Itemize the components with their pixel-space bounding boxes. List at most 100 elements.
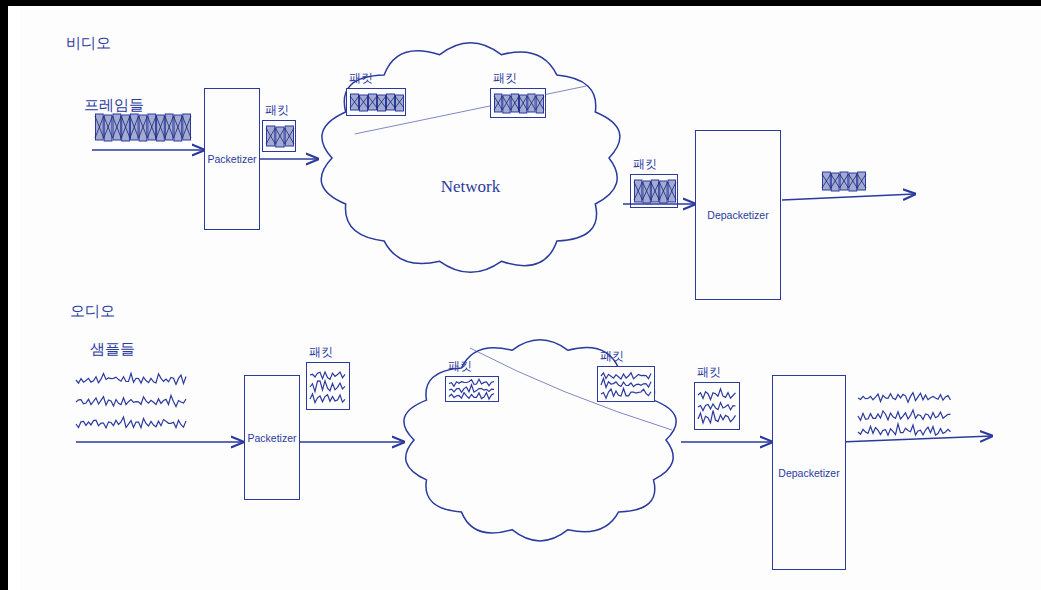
section-label: 오디오 bbox=[70, 302, 115, 321]
frame-hatch bbox=[285, 128, 294, 144]
video-frame bbox=[174, 115, 182, 141]
frame-hatch bbox=[527, 96, 535, 110]
scan-border bbox=[0, 0, 8, 590]
frame-hatch bbox=[511, 96, 519, 110]
sample-waves bbox=[858, 393, 951, 436]
frame-hatch bbox=[156, 116, 165, 138]
frame-strip bbox=[95, 114, 191, 141]
packet-box: 패킷 bbox=[694, 382, 740, 430]
frame-hatch bbox=[840, 174, 849, 188]
video-frame bbox=[858, 172, 866, 190]
video-frame bbox=[183, 114, 191, 140]
frame-hatch bbox=[174, 116, 183, 138]
box-label: Packetizer bbox=[207, 153, 256, 165]
frame-hatch bbox=[104, 116, 113, 138]
video-frame bbox=[668, 180, 675, 202]
process-box: Packetizer bbox=[244, 375, 300, 500]
sample-wave bbox=[601, 373, 651, 379]
frame-hatch bbox=[659, 182, 667, 200]
frame-hatch bbox=[634, 182, 642, 200]
sample-wave bbox=[449, 393, 494, 400]
video-frame bbox=[503, 95, 510, 113]
frame-hatch bbox=[386, 96, 395, 108]
frame-hatch bbox=[359, 96, 368, 108]
output-arrow bbox=[782, 194, 915, 200]
packet-label: 패킷 bbox=[349, 70, 373, 87]
video-frame bbox=[157, 115, 165, 141]
frame-hatch bbox=[857, 174, 866, 188]
packet-contents bbox=[631, 175, 679, 209]
video-frame bbox=[139, 115, 147, 141]
frame-hatch bbox=[494, 96, 502, 110]
frame-hatch bbox=[182, 116, 191, 138]
video-frame bbox=[511, 94, 518, 112]
sample-wave bbox=[698, 411, 736, 423]
video-frame bbox=[267, 126, 275, 146]
video-frame bbox=[165, 114, 173, 140]
video-frame bbox=[104, 115, 112, 141]
packet-box: 패킷 bbox=[262, 120, 296, 152]
packet-contents bbox=[307, 363, 351, 411]
video-frame bbox=[369, 94, 377, 110]
frame-hatch bbox=[139, 116, 148, 138]
video-frame bbox=[378, 95, 386, 111]
frame-hatch bbox=[95, 116, 104, 138]
frame-hatch bbox=[121, 116, 130, 138]
video-frame bbox=[635, 180, 642, 202]
video-frame bbox=[495, 94, 502, 112]
video-frame bbox=[823, 172, 831, 190]
video-frame bbox=[148, 114, 156, 140]
video-frame bbox=[536, 95, 543, 113]
output-arrow bbox=[840, 436, 992, 442]
frame-hatch bbox=[642, 182, 650, 200]
sample-wave bbox=[601, 379, 651, 388]
frame-hatch bbox=[275, 128, 284, 144]
sample-wave bbox=[76, 395, 186, 406]
frame-hatch bbox=[130, 116, 139, 138]
frame-hatch bbox=[377, 96, 386, 108]
frame-hatch bbox=[165, 116, 174, 138]
network-cloud: Network패킷패킷 bbox=[318, 38, 623, 278]
sample-wave bbox=[76, 417, 186, 428]
video-frame bbox=[396, 95, 404, 111]
video-frame bbox=[360, 95, 368, 111]
video-frame bbox=[651, 180, 658, 202]
video-frame bbox=[528, 94, 535, 112]
frame-hatch bbox=[848, 174, 857, 188]
video-frame bbox=[387, 94, 395, 110]
packet-box: 패킷 bbox=[445, 376, 499, 402]
frame-strip bbox=[822, 172, 866, 191]
frame-hatch bbox=[368, 96, 377, 108]
packet-label: 패킷 bbox=[265, 102, 289, 119]
packet-label: 패킷 bbox=[493, 70, 517, 87]
packet-box: 패킷 bbox=[346, 88, 406, 116]
packet-label: 패킷 bbox=[309, 344, 333, 361]
packet-label: 패킷 bbox=[448, 358, 472, 375]
sample-wave bbox=[310, 381, 345, 392]
packet-contents bbox=[598, 367, 656, 403]
frame-hatch bbox=[350, 96, 359, 108]
packet-box: 패킷 bbox=[306, 362, 350, 410]
process-box: Depacketizer bbox=[695, 130, 781, 300]
video-frame bbox=[849, 173, 857, 191]
frame-hatch bbox=[822, 174, 831, 188]
sample-wave bbox=[698, 389, 736, 400]
frame-hatch bbox=[113, 116, 122, 138]
packet-contents bbox=[491, 89, 547, 119]
video-frame bbox=[660, 181, 667, 203]
packet-box: 패킷 bbox=[597, 366, 655, 402]
packet-flow-line bbox=[299, 441, 404, 443]
frame-hatch bbox=[395, 96, 404, 108]
cloud-label: Network bbox=[318, 177, 623, 197]
packet-label: 패킷 bbox=[633, 156, 657, 173]
section-label: 비디오 bbox=[66, 34, 111, 53]
frame-hatch bbox=[668, 182, 676, 200]
video-frame bbox=[122, 115, 130, 141]
sample-wave bbox=[858, 393, 951, 403]
packet-label: 패킷 bbox=[697, 364, 721, 381]
frame-hatch bbox=[147, 116, 156, 138]
box-label: Depacketizer bbox=[707, 209, 768, 221]
